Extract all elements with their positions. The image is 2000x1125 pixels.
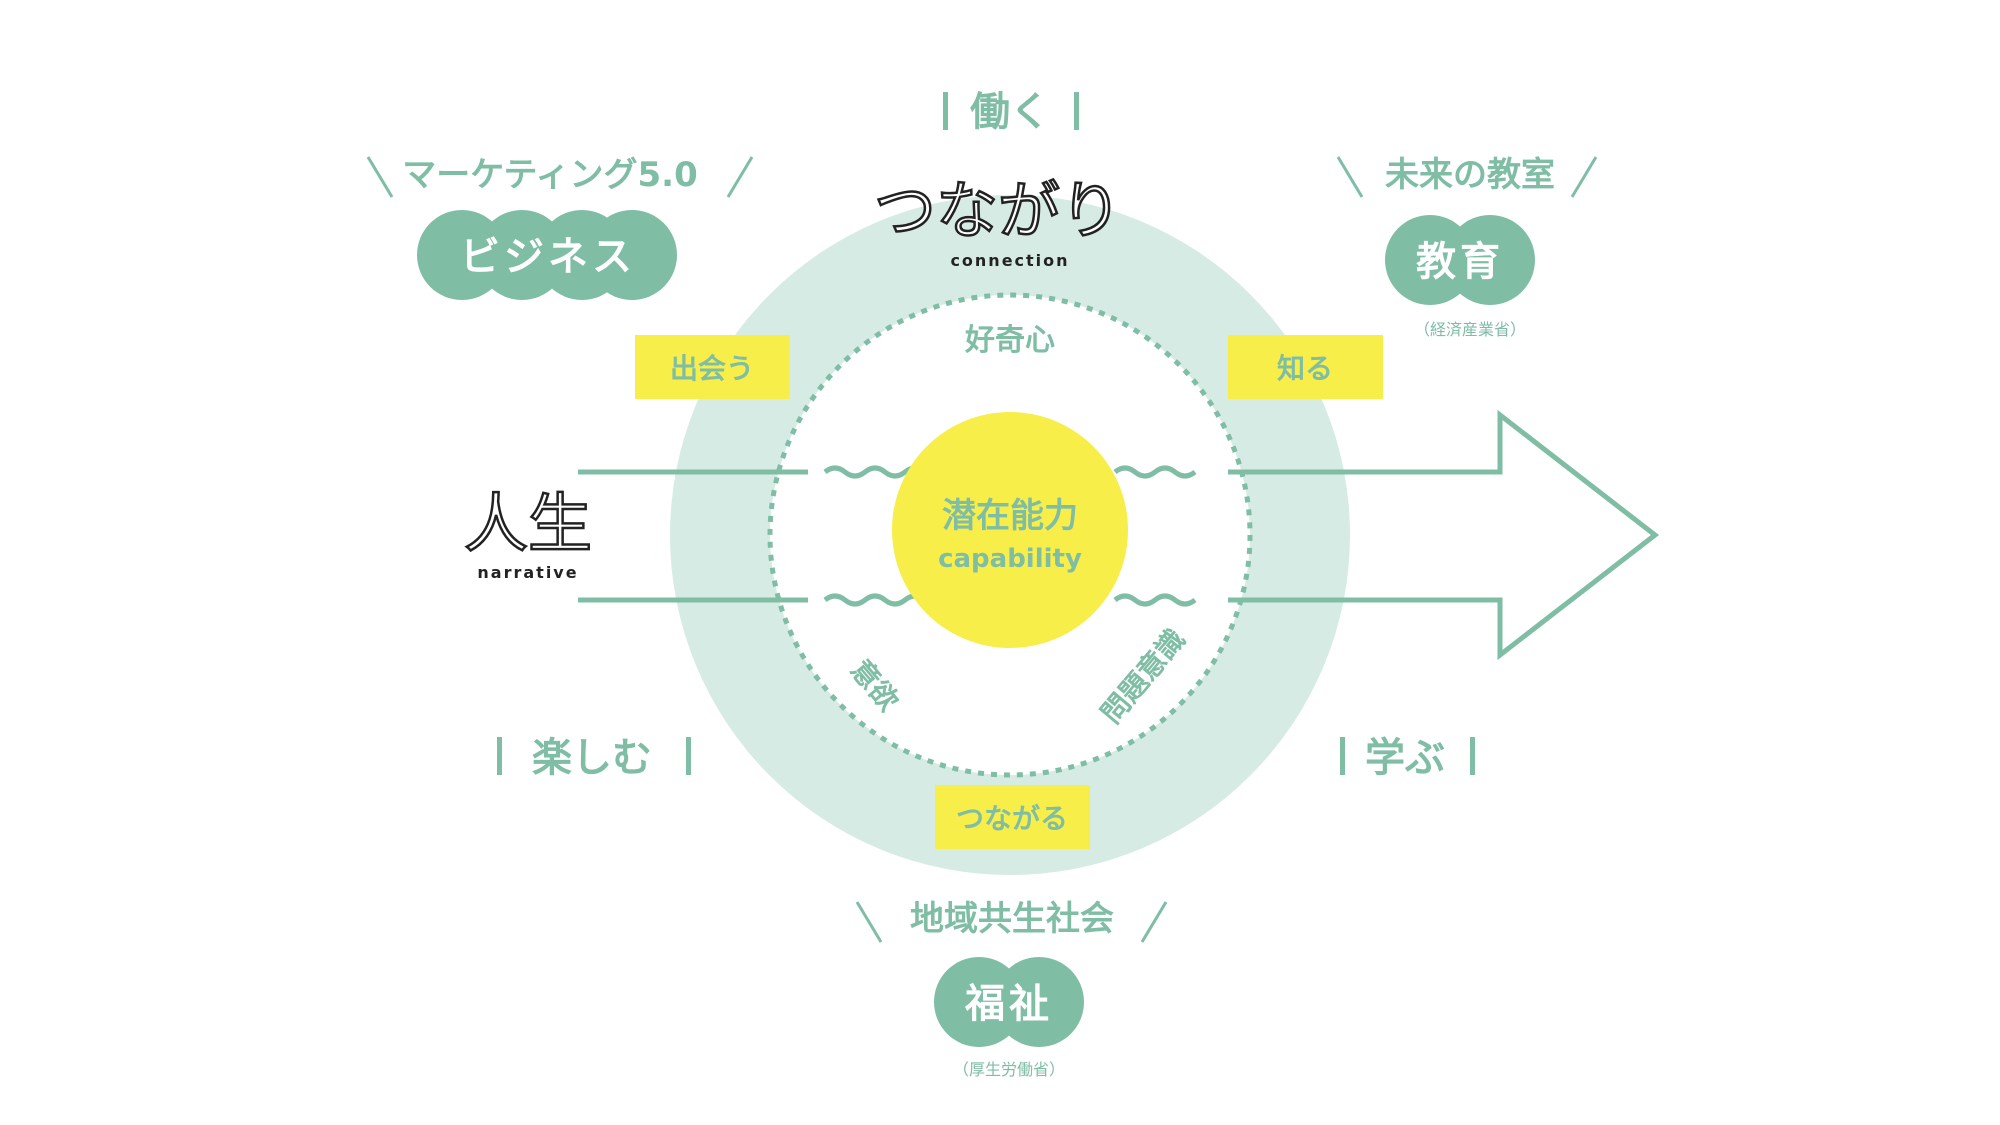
tag-connect-label: つながる <box>956 802 1068 835</box>
center-subtitle: capability <box>938 544 1082 574</box>
field-welfare: 地域共生社会 福祉 （厚生労働省） <box>855 899 1168 1079</box>
ring-subtitle: connection <box>950 251 1069 270</box>
tag-meet: 出会う <box>635 335 790 399</box>
tag-connect: つながる <box>935 785 1090 849</box>
center-title: 潜在能力 <box>942 496 1078 536</box>
narrative-arrow <box>578 409 1660 661</box>
education-note: （経済産業省） <box>1414 320 1526 339</box>
verb-enjoy-label: 楽しむ <box>532 735 652 781</box>
verb-work: 働く <box>943 89 1079 135</box>
business-label: ビジネス <box>460 234 636 280</box>
verb-learn-label: 学ぶ <box>1365 735 1445 781</box>
education-label: 教育 <box>1416 239 1504 285</box>
capability-circle <box>892 412 1128 648</box>
field-business: マーケティング5.0 ビジネス <box>366 155 754 300</box>
narrative-title: 人生 <box>464 488 592 562</box>
tag-know: 知る <box>1228 335 1383 399</box>
welfare-note: （厚生労働省） <box>953 1060 1065 1079</box>
verb-work-label: 働く <box>970 89 1050 135</box>
verb-learn: 学ぶ <box>1340 735 1475 781</box>
verb-enjoy: 楽しむ <box>497 735 691 781</box>
education-heading: 未来の教室 <box>1385 155 1555 195</box>
tag-meet-label: 出会う <box>670 352 754 385</box>
field-education: 未来の教室 教育 （経済産業省） <box>1336 155 1598 339</box>
ring-title: つながり <box>874 174 1122 247</box>
welfare-heading: 地域共生社会 <box>910 899 1114 939</box>
narrative-subtitle: narrative <box>477 563 578 582</box>
welfare-label: 福祉 <box>964 981 1053 1027</box>
business-heading: マーケティング5.0 <box>402 155 698 195</box>
curiosity-label: 好奇心 <box>964 323 1055 358</box>
tag-know-label: 知る <box>1277 352 1333 385</box>
